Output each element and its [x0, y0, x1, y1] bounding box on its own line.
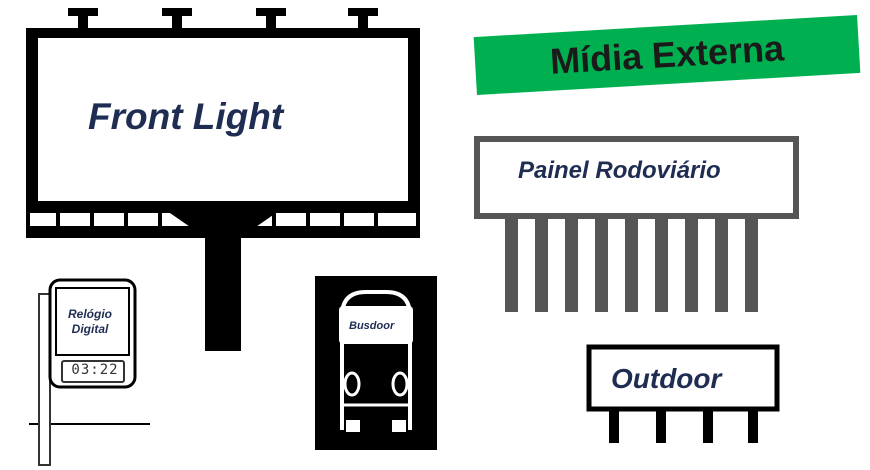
busdoor-sign — [315, 276, 437, 450]
busdoor-label: Busdoor — [349, 320, 395, 332]
outdoor-sign — [586, 344, 780, 443]
front-light-label: Front Light — [88, 96, 284, 137]
relogio-digital-label: Relógio Digital — [68, 307, 112, 336]
painel-rodoviario-sign — [474, 136, 799, 312]
painel-rodoviario-label: Painel Rodoviário — [518, 157, 721, 184]
front-light-billboard — [26, 8, 420, 351]
outdoor-label: Outdoor — [611, 363, 722, 394]
relogio-digital-sign — [29, 278, 150, 466]
clock-time-display: 03:22 — [71, 362, 119, 378]
